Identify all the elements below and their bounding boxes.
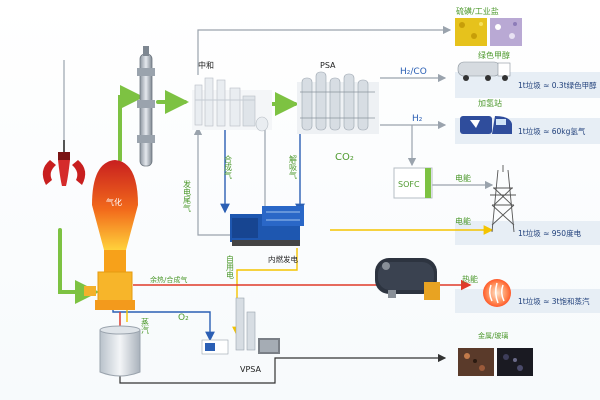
dark-flows	[119, 353, 447, 384]
vpsa-unit	[201, 297, 280, 355]
label-gasification: 气化	[106, 197, 122, 207]
ash-tank	[99, 325, 141, 377]
label-hydrogen-station: 加氢站	[478, 98, 502, 108]
label-h2-co: H₂/CO	[400, 67, 427, 77]
gray-flows	[59, 25, 494, 236]
label-vpsa: VPSA	[240, 365, 262, 374]
grab-claw-icon	[42, 140, 86, 186]
hydrogen-car-icon	[460, 116, 512, 134]
gas-engine-generator	[230, 206, 304, 246]
label-desorption-gas: 解吸气	[289, 154, 298, 179]
label-o2: O₂	[178, 313, 189, 323]
power-tower-icon	[490, 165, 516, 233]
label-sulfur-salt: 硫磺/工业盐	[456, 6, 499, 16]
output-methanol: 1t垃圾 ≈ 0.3t绿色甲醇	[518, 80, 597, 90]
label-psa: PSA	[320, 61, 336, 70]
scrubber-column	[137, 46, 155, 167]
label-steam: 蒸汽	[141, 317, 150, 334]
label-heat: 热能	[462, 274, 478, 284]
label-elec-sofc: 电能	[455, 173, 471, 183]
metal-slag-image	[458, 348, 533, 376]
label-engine: 内燃发电	[268, 254, 298, 264]
neutralization-unit	[192, 77, 272, 132]
red-flows	[114, 279, 472, 350]
label-sofc: SOFC	[398, 180, 420, 189]
boiler-unit	[375, 258, 440, 300]
label-power-tail-gas: 发电尾气	[183, 179, 192, 212]
output-steam: 1t垃圾 ≈ 3t饱和蒸汽	[518, 296, 590, 306]
label-green-methanol: 绿色甲醇	[478, 50, 510, 60]
label-neutralization: 中和	[198, 60, 214, 70]
gasifier	[84, 160, 138, 310]
label-metal-slag: 金属/玻璃	[478, 331, 508, 340]
label-elec-engine: 电能	[455, 216, 471, 226]
output-electricity: 1t垃圾 ≈ 950度电	[518, 228, 582, 238]
green-arrows	[58, 85, 299, 304]
tanker-truck-icon	[457, 61, 511, 81]
output-hydrogen: 1t垃圾 ≈ 60kg氢气	[518, 126, 586, 136]
label-waste-heat-syngas: 余热/合成气	[150, 275, 187, 284]
label-h2: H₂	[412, 114, 423, 124]
label-self-power: 自用电	[226, 254, 235, 279]
label-syngas: 合成气	[224, 154, 233, 179]
sofc-unit	[393, 167, 433, 199]
label-co2: CO₂	[335, 152, 354, 163]
psa-unit	[297, 71, 379, 134]
sulfur-salt-image	[455, 18, 522, 46]
heat-icon	[483, 279, 511, 307]
